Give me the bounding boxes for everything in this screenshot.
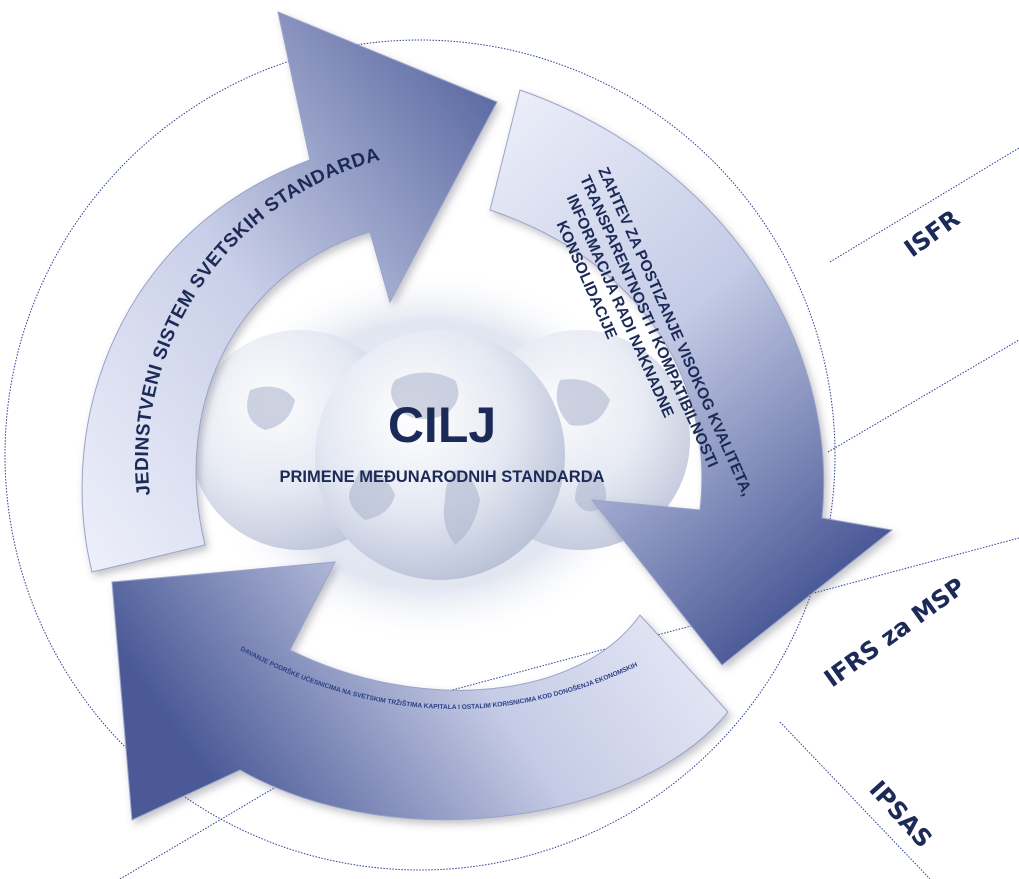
connector-line-ipsas (779, 721, 931, 879)
center-title: CILJ (388, 397, 496, 453)
arrow-left (81, 11, 498, 573)
center-subtitle: PRIMENE MEĐUNARODNIH STANDARDA (279, 468, 604, 486)
connector-line-isfr (829, 147, 1019, 263)
arrow-bottom (111, 561, 729, 821)
side-label-ifrs-msp: IFRS za MSP (819, 572, 970, 693)
globe-center (315, 330, 565, 580)
side-label-isfr: ISFR (899, 204, 965, 263)
continents (247, 372, 610, 545)
side-label-ipsas: IPSAS (864, 775, 938, 853)
arrow-right (489, 89, 894, 666)
connector-line-2 (827, 339, 1019, 453)
globes-group (190, 265, 690, 645)
outer-ring (4, 39, 836, 871)
